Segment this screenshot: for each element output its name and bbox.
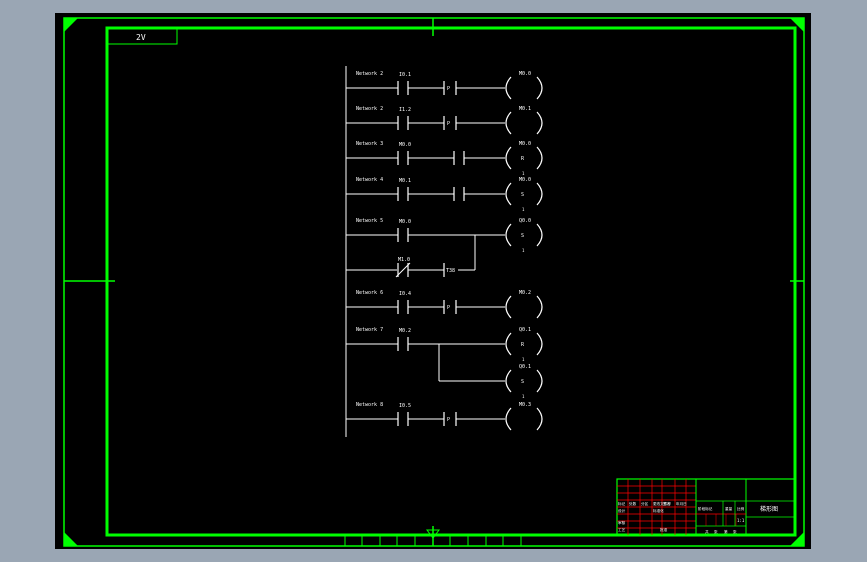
title-block: 标记处数分区更改文件号签名年月日设计标准化审核工艺批准阶段标记重量比例共张第张1… [616,478,796,536]
drawing-name: 梯形图 [760,505,778,513]
title-block-cell: 阶段标记 [698,506,713,511]
coil-right-arc [536,407,543,431]
edge-label: P [447,121,450,127]
coil-left-arc [505,146,512,170]
contact-label: M1.0 [398,257,410,263]
contact-label: M0.0 [399,142,411,148]
corner-tag-box [106,27,178,45]
coil-left-arc [505,369,512,393]
corner-mark-tl [64,18,78,32]
coil-count: 1 [522,394,525,399]
title-block-cell: 审核 [618,520,626,525]
network-label: Network 6 [356,290,383,296]
corner-mark-br [790,532,804,546]
contact-label: I1.2 [399,107,411,113]
contact-label: I0.5 [399,403,411,409]
title-block-cell: 重量 [725,506,733,511]
drawing-background [55,13,811,549]
title-block-cell: 设计 [618,508,626,513]
coil-label: M0.0 [519,141,531,147]
title-block-cell: 张 [733,529,737,534]
coil-count: 1 [522,171,525,176]
ratio-value: 1:1 [737,518,745,523]
coil-left-arc [505,111,512,135]
title-block-cell: 比例 [737,506,745,511]
title-block-cell: 年月日 [676,501,687,506]
corner-mark-tr [790,18,804,32]
coil-label: Q0.1 [519,327,531,333]
corner-mark-bl [64,532,78,546]
title-block-cell: 张 [714,529,718,534]
title-block-cell: 处数 [629,501,637,506]
network-label: Network 7 [356,327,383,333]
coil-count: 1 [522,207,525,212]
coil-right-arc [536,76,543,100]
coil-type: S [521,192,524,198]
coil-left-arc [505,407,512,431]
coil-label: M0.3 [519,402,531,408]
network-label: Network 4 [356,177,383,183]
title-block-cell: 工艺 [618,527,626,532]
coil-label: M0.1 [519,106,531,112]
network-label: Network 8 [356,402,383,408]
coil-label: M0.0 [519,71,531,77]
coil-count: 1 [522,248,525,253]
network-label: Network 5 [356,218,383,224]
sheet-outer-border [63,17,805,547]
title-block-cell: 更改文件号 [653,501,671,506]
coil-label: M0.2 [519,290,531,296]
coil-right-arc [536,146,543,170]
network-label: Network 2 [356,106,383,112]
coil-right-arc [536,223,543,247]
title-block-cell: 分区 [641,501,649,506]
coil-right-arc [536,369,543,393]
title-block-cell: 批准 [660,527,668,532]
contact-label: I0.1 [399,72,411,78]
coil-right-arc [536,332,543,356]
coil-left-arc [505,76,512,100]
timer-label: T38 [446,268,455,274]
title-block-cell: 共 [705,529,709,534]
coil-count: 1 [522,357,525,362]
contact-label: M0.2 [399,328,411,334]
coil-type: S [521,379,524,385]
coil-type: R [521,156,525,162]
coil-left-arc [505,295,512,319]
orientation-arrow [426,529,440,539]
contact-label: M0.0 [399,219,411,225]
coil-left-arc [505,182,512,206]
coil-label: Q0.0 [519,218,531,224]
contact-nc-slash [395,262,411,278]
coil-right-arc [536,182,543,206]
coil-type: R [521,342,525,348]
title-block-cell: 标准化 [653,508,664,513]
coil-label: M0.0 [519,177,531,183]
coil-type: S [521,233,524,239]
contact-label: I0.4 [399,291,411,297]
edge-label: P [447,417,450,423]
coil-left-arc [505,223,512,247]
coil-right-arc [536,111,543,135]
contact-label: M0.1 [399,178,411,184]
title-block-cell: 标记 [618,501,626,506]
coil-left-arc [505,332,512,356]
title-block-cell: 第 [724,529,728,534]
edge-label: P [447,86,450,92]
coil-right-arc [536,295,543,319]
network-label: Network 2 [356,71,383,77]
coil-label: Q0.1 [519,364,531,370]
title-block-cell: 签名 [663,501,671,506]
bottom-scale-ticks [344,535,522,546]
corner-tag-label: 2V [136,33,146,42]
network-label: Network 3 [356,141,383,147]
edge-label: P [447,305,450,311]
